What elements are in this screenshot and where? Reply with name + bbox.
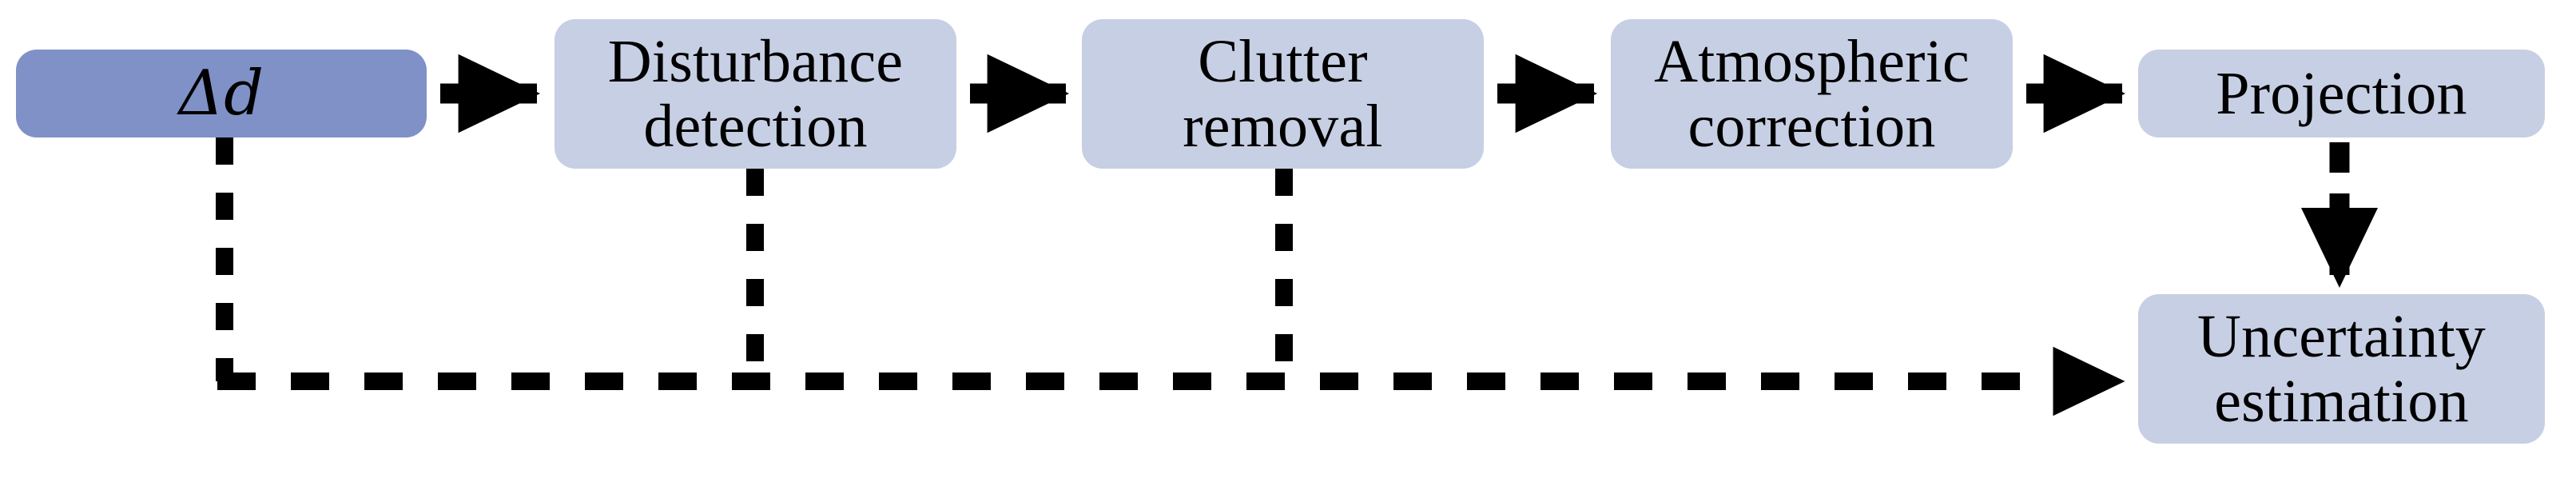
node-disturbance-detection-label: Disturbance detection — [607, 27, 904, 160]
node-disturbance-detection[interactable]: Disturbance detection — [555, 19, 956, 169]
node-clutter-removal[interactable]: Clutter removal — [1082, 19, 1484, 169]
node-delta-d-label: Δd — [178, 57, 264, 129]
node-uncertainty-estimation-label: Uncertainty estimation — [2197, 302, 2486, 435]
node-uncertainty-estimation[interactable]: Uncertainty estimation — [2138, 294, 2545, 444]
node-delta-d[interactable]: Δd — [16, 50, 427, 137]
node-atmospheric-correction-label: Atmospheric correction — [1654, 27, 1970, 160]
node-projection[interactable]: Projection — [2138, 50, 2545, 137]
node-projection-label: Projection — [2216, 59, 2467, 127]
node-atmospheric-correction[interactable]: Atmospheric correction — [1611, 19, 2013, 169]
node-clutter-removal-label: Clutter removal — [1183, 27, 1383, 160]
